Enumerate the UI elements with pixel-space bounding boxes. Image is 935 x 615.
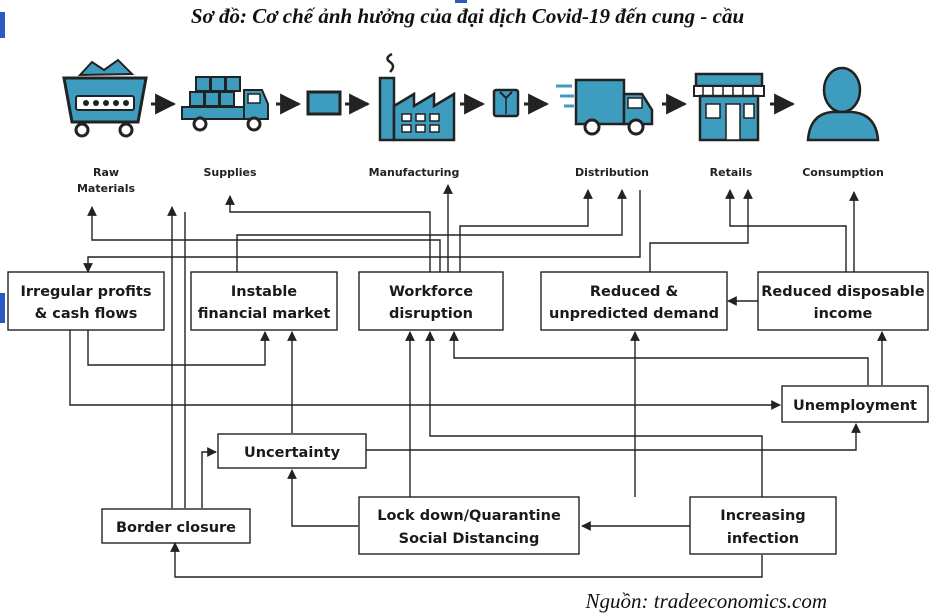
- box-unemployment-label: Unemployment: [793, 398, 917, 414]
- box-irregular-profits: Irregular profits & cash flows: [7, 271, 165, 331]
- box-income-line-1: Reduced disposable: [761, 284, 925, 300]
- box-workforce-line-2: disruption: [389, 306, 473, 322]
- box-unemployment: Unemployment: [781, 385, 929, 423]
- stage-label-distribution: Distribution: [575, 166, 649, 179]
- box-increasing-infection: Increasing infection: [689, 496, 837, 555]
- stage-label-raw-1: Raw: [93, 166, 119, 179]
- box-border-label: Border closure: [116, 520, 236, 536]
- box-income-line-2: income: [814, 306, 873, 322]
- left-edge-marker: [0, 12, 5, 38]
- box-demand-line-1: Reduced &: [590, 284, 679, 300]
- box-reduced-income: Reduced disposable income: [757, 271, 929, 331]
- box-financial-line-2: financial market: [198, 306, 331, 322]
- stage-label-retails: Retails: [710, 166, 753, 179]
- mining-cart-icon: [62, 58, 148, 138]
- box-irregular-profits-line-1: Irregular profits: [21, 284, 152, 300]
- storefront-icon: [693, 72, 765, 142]
- stage-label-consumption: Consumption: [802, 166, 884, 179]
- box-uncertainty-label: Uncertainty: [244, 445, 341, 461]
- screen-icon: [306, 90, 342, 116]
- box-instable-financial-market: Instable financial market: [190, 271, 338, 331]
- connector-lines: [69, 184, 887, 578]
- box-workforce-line-1: Workforce: [389, 284, 473, 300]
- box-lockdown: Lock down/Quarantine Social Distancing: [358, 496, 580, 555]
- delivery-truck-icon: [181, 76, 269, 132]
- top-edge-marker: [455, 0, 467, 3]
- left-edge-marker-2: [0, 293, 5, 323]
- source-caption: Nguồn: tradeeconomics.com: [585, 589, 827, 613]
- box-irregular-profits-line-2: & cash flows: [35, 306, 138, 322]
- diagram-title: Sơ đồ: Cơ chế ảnh hưởng của đại dịch Cov…: [190, 4, 745, 28]
- box-workforce-disruption: Workforce disruption: [358, 271, 504, 331]
- box-uncertainty: Uncertainty: [217, 433, 367, 469]
- box-infection-line-1: Increasing: [720, 508, 805, 524]
- stage-label-raw-2: Materials: [77, 182, 135, 195]
- shirt-package-icon: [492, 88, 520, 118]
- box-lockdown-line-2: Social Distancing: [399, 531, 540, 547]
- fast-truck-icon: [556, 78, 654, 136]
- box-reduced-demand: Reduced & unpredicted demand: [540, 271, 728, 331]
- box-demand-line-2: unpredicted demand: [549, 306, 719, 322]
- box-infection-line-2: infection: [727, 531, 799, 547]
- stage-label-supplies: Supplies: [203, 166, 257, 179]
- box-lockdown-line-1: Lock down/Quarantine: [377, 508, 561, 524]
- stage-label-manufacturing: Manufacturing: [369, 166, 460, 179]
- person-icon: [806, 66, 880, 142]
- box-border-closure: Border closure: [101, 508, 251, 544]
- box-financial-line-1: Instable: [231, 284, 297, 300]
- factory-icon: [378, 52, 456, 142]
